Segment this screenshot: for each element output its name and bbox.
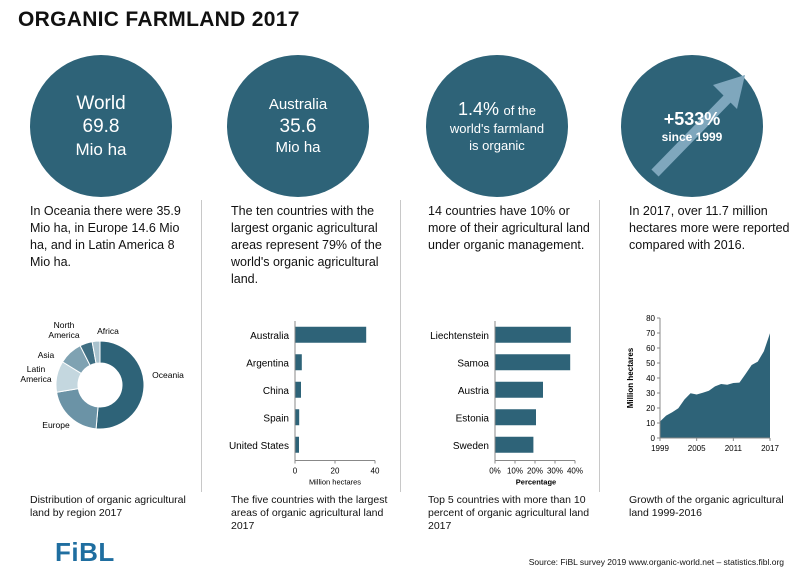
- donut-label: Europe: [42, 420, 70, 430]
- bar-category-label: Liechtenstein: [430, 331, 489, 342]
- australia-circle: Australia 35.6 Mio ha: [227, 55, 369, 197]
- bar: [295, 436, 299, 453]
- x-tick-label: 30%: [547, 467, 563, 476]
- growth-circle: +533% since 1999: [621, 55, 763, 197]
- y-axis-title: Million hectares: [626, 347, 635, 408]
- bar-category-label: Spain: [263, 413, 289, 424]
- bar-category-label: Samoa: [457, 358, 489, 369]
- x-tick-label: 10%: [507, 467, 523, 476]
- region-donut-chart: OceaniaEuropeLatinAmericaAsiaNorthAmeric…: [20, 320, 184, 430]
- share-text-2: world's farmland: [449, 120, 545, 136]
- description-col3: 14 countries have 10% or more of their a…: [428, 204, 590, 252]
- caption-col2: The five countries with the largest area…: [231, 494, 388, 532]
- bar: [495, 409, 536, 426]
- x-tick-label: 20: [331, 467, 340, 476]
- x-axis-title: Million hectares: [309, 478, 361, 487]
- bar-category-label: Austria: [458, 386, 490, 397]
- donut-slice: [91, 340, 101, 364]
- australia-unit: Mio ha: [275, 138, 321, 156]
- y-tick-label: 60: [646, 344, 655, 353]
- y-tick-label: 70: [646, 329, 655, 338]
- x-tick-label: 2017: [761, 444, 779, 453]
- bar: [295, 326, 367, 343]
- y-tick-label: 0: [651, 434, 656, 443]
- x-tick-label: 0: [293, 467, 298, 476]
- bar: [295, 409, 300, 426]
- source-text: Source: FiBL survey 2019 www.organic-wor…: [528, 557, 784, 567]
- bar: [495, 326, 571, 343]
- y-tick-label: 10: [646, 419, 655, 428]
- x-tick-label: 40%: [567, 467, 583, 476]
- fibl-logo: FiBL: [55, 537, 115, 567]
- bar: [295, 381, 301, 398]
- y-tick-label: 40: [646, 374, 655, 383]
- world-value: 69.8: [82, 115, 120, 137]
- growth-text: since 1999: [661, 129, 723, 144]
- bar-category-label: United States: [229, 441, 289, 452]
- australia-value: 35.6: [279, 115, 317, 137]
- y-tick-label: 50: [646, 359, 655, 368]
- share-text-1: of the: [503, 102, 536, 118]
- x-tick-label: 1999: [651, 444, 669, 453]
- area-series: [660, 333, 770, 438]
- donut-label: America: [48, 330, 79, 340]
- world-label: World: [76, 92, 126, 114]
- description-col2: The ten countries with the largest organ…: [231, 204, 382, 286]
- x-axis-title: Percentage: [516, 478, 556, 487]
- donut-label: North: [54, 320, 75, 330]
- caption-col1: Distribution of organic agricultural lan…: [30, 494, 186, 519]
- growth-arrow-icon: [651, 75, 745, 177]
- bar-category-label: Australia: [250, 331, 289, 342]
- caption-col4: Growth of the organic agricultural land …: [629, 494, 784, 519]
- donut-label: America: [20, 374, 51, 384]
- divider: [400, 200, 401, 492]
- x-tick-label: 2011: [725, 444, 743, 453]
- y-tick-label: 20: [646, 404, 655, 413]
- bar-category-label: Sweden: [453, 441, 489, 452]
- donut-label: Africa: [97, 326, 119, 336]
- bar: [495, 381, 543, 398]
- y-tick-label: 30: [646, 389, 655, 398]
- bar-category-label: Argentina: [246, 358, 289, 369]
- bar: [495, 436, 534, 453]
- description-col1: In Oceania there were 35.9 Mio ha, in Eu…: [30, 204, 181, 269]
- world-circle: World 69.8 Mio ha: [30, 55, 172, 197]
- divider: [599, 200, 600, 492]
- share-line-1: 1.4% of the: [458, 99, 536, 120]
- bar: [495, 354, 571, 371]
- australia-label: Australia: [268, 95, 328, 113]
- y-tick-label: 80: [646, 314, 655, 323]
- donut-slice: [95, 340, 145, 430]
- x-tick-label: 20%: [527, 467, 543, 476]
- bar: [295, 354, 302, 371]
- caption-col3: Top 5 countries with more than 10 percen…: [428, 494, 590, 532]
- share-text-3: is organic: [469, 137, 525, 153]
- donut-label: Oceania: [152, 370, 184, 380]
- world-unit: Mio ha: [75, 139, 127, 159]
- bar-category-label: China: [263, 386, 290, 397]
- x-tick-label: 0%: [489, 467, 501, 476]
- x-tick-label: 2005: [688, 444, 706, 453]
- x-tick-label: 40: [371, 467, 380, 476]
- divider: [201, 200, 202, 492]
- growth-value: +533%: [663, 108, 721, 129]
- donut-label: Asia: [38, 350, 55, 360]
- donut-label: Latin: [27, 364, 46, 374]
- growth-area-chart: 0 10 20 30 40 50 60 70 80 1999 2005 2011 2017 Million…: [626, 314, 779, 453]
- description-col4: In 2017, over 11.7 million hectares more…: [629, 204, 790, 252]
- share-circle: 1.4% of the world's farmland is organic: [426, 55, 568, 197]
- share-value: 1.4%: [457, 98, 500, 119]
- bar-category-label: Estonia: [456, 413, 490, 424]
- page-title: ORGANIC FARMLAND 2017: [18, 8, 300, 31]
